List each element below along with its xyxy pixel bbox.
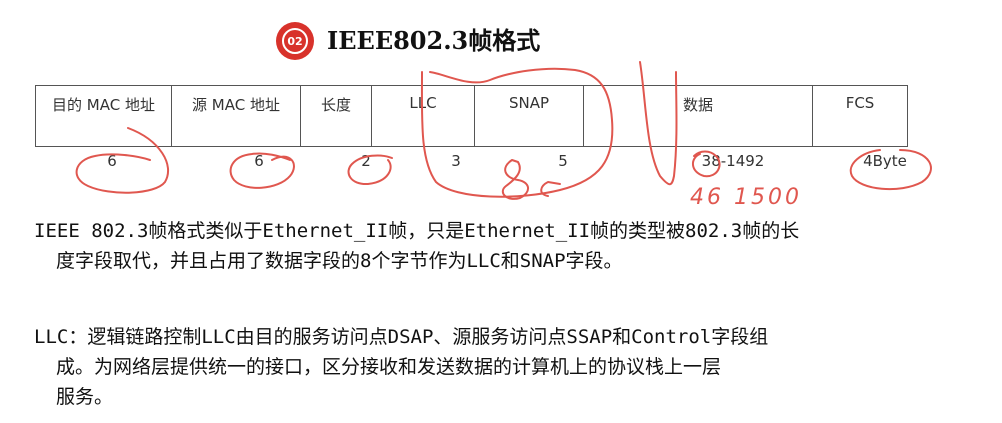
- size-src-mac: 6: [254, 152, 264, 170]
- field-data: 数据: [584, 86, 813, 146]
- size-llc: 3: [451, 152, 461, 170]
- paragraph-llc-description: LLC：逻辑链路控制LLC由目的服务访问点DSAP、源服务访问点SSAP和Con…: [34, 322, 979, 412]
- section-number: 02: [282, 28, 308, 54]
- size-dest-mac: 6: [107, 152, 117, 170]
- size-data: 38-1492: [701, 152, 765, 170]
- paragraph-ieee8023-description: IEEE 802.3帧格式类似于Ethernet_II帧，只是Ethernet_…: [34, 216, 979, 276]
- paragraph-line: LLC：逻辑链路控制LLC由目的服务访问点DSAP、源服务访问点SSAP和Con…: [34, 326, 769, 348]
- field-llc: LLC: [372, 86, 475, 146]
- field-fcs: FCS: [845, 94, 875, 112]
- field-src-mac: 源 MAC 地址: [172, 86, 301, 146]
- paragraph-line: 度字段取代，并且占用了数据字段的8个字节作为LLC和SNAP字段。: [56, 250, 623, 272]
- paragraph-line: IEEE 802.3帧格式类似于Ethernet_II帧，只是Ethernet_…: [34, 220, 800, 242]
- size-length: 2: [361, 152, 371, 170]
- scribble-arrow: [540, 181, 561, 197]
- page-title: IEEE802.3帧格式: [327, 26, 541, 55]
- paragraph-line: 成。为网络层提供统一的接口，区分接收和发送数据的计算机上的协议栈上一层: [56, 356, 722, 378]
- section-number-badge: 02: [276, 22, 314, 60]
- size-fcs: 4Byte: [863, 152, 907, 170]
- size-snap: 5: [558, 152, 568, 170]
- field-snap: SNAP: [475, 86, 584, 146]
- paragraph-line: 服务。: [56, 386, 114, 408]
- field-dest-mac: 目的 MAC 地址: [36, 86, 172, 146]
- handwritten-range-note: 46 1500: [690, 185, 802, 210]
- frame-format-table: 目的 MAC 地址 源 MAC 地址 长度 LLC SNAP 数据 FCS: [35, 85, 908, 147]
- scribble-eight: [501, 159, 529, 200]
- field-length: 长度: [301, 86, 372, 146]
